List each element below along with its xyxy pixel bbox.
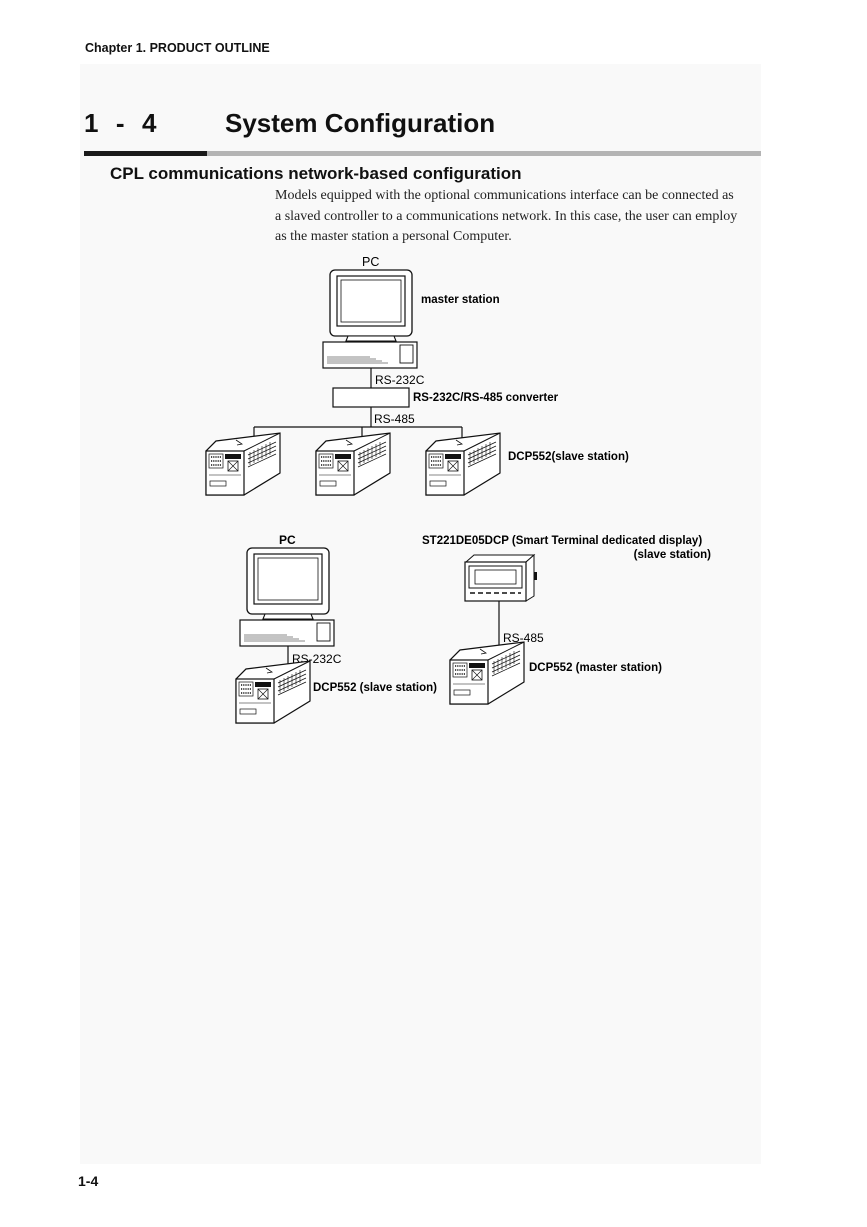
section-number: 1 - 4 xyxy=(84,108,158,138)
pc-computer-icon xyxy=(322,269,418,369)
display-label: ST221DE05DCP (Smart Terminal dedicated d… xyxy=(422,535,702,547)
intro-line: Models equipped with the optional commun… xyxy=(275,188,734,203)
dcp552-slave-icon xyxy=(425,432,501,496)
subsection-title: CPL communications network-based configu… xyxy=(110,164,522,183)
pc-label-2: PC xyxy=(279,533,296,547)
rs232c-label: RS-232C xyxy=(375,373,425,387)
section-rule-dark xyxy=(84,151,207,156)
slave-station-label: DCP552(slave station) xyxy=(508,451,629,463)
pc-label: PC xyxy=(362,255,379,269)
page-number: 1-4 xyxy=(78,1173,99,1189)
section-title: System Configuration xyxy=(225,108,496,138)
converter-box xyxy=(332,387,410,408)
rs485-label: RS-485 xyxy=(374,412,415,426)
dcp552-master-icon xyxy=(449,641,525,705)
rs485-label-3: RS-485 xyxy=(503,631,544,645)
master-station-label-3: DCP552 (master station) xyxy=(529,662,662,674)
intro-paragraph: Models equipped with the optional commun… xyxy=(275,186,763,248)
page-panel xyxy=(80,64,761,1164)
intro-line: as the master station a personal Compute… xyxy=(275,229,512,244)
chapter-header: Chapter 1. PRODUCT OUTLINE xyxy=(85,41,270,55)
dcp552-slave-icon xyxy=(235,660,311,724)
display-label-sub: (slave station) xyxy=(634,549,711,561)
smart-terminal-display-icon xyxy=(464,553,537,602)
intro-line: a slaved controller to a communications … xyxy=(275,208,738,224)
converter-label: RS-232C/RS-485 converter xyxy=(413,392,559,404)
dcp552-slave-icon xyxy=(205,432,281,496)
pc-computer-icon xyxy=(239,547,335,647)
section-rule-light xyxy=(207,151,761,156)
slave-station-label-2: DCP552 (slave station) xyxy=(313,682,437,694)
dcp552-slave-icon xyxy=(315,432,391,496)
master-station-label: master station xyxy=(421,294,500,306)
